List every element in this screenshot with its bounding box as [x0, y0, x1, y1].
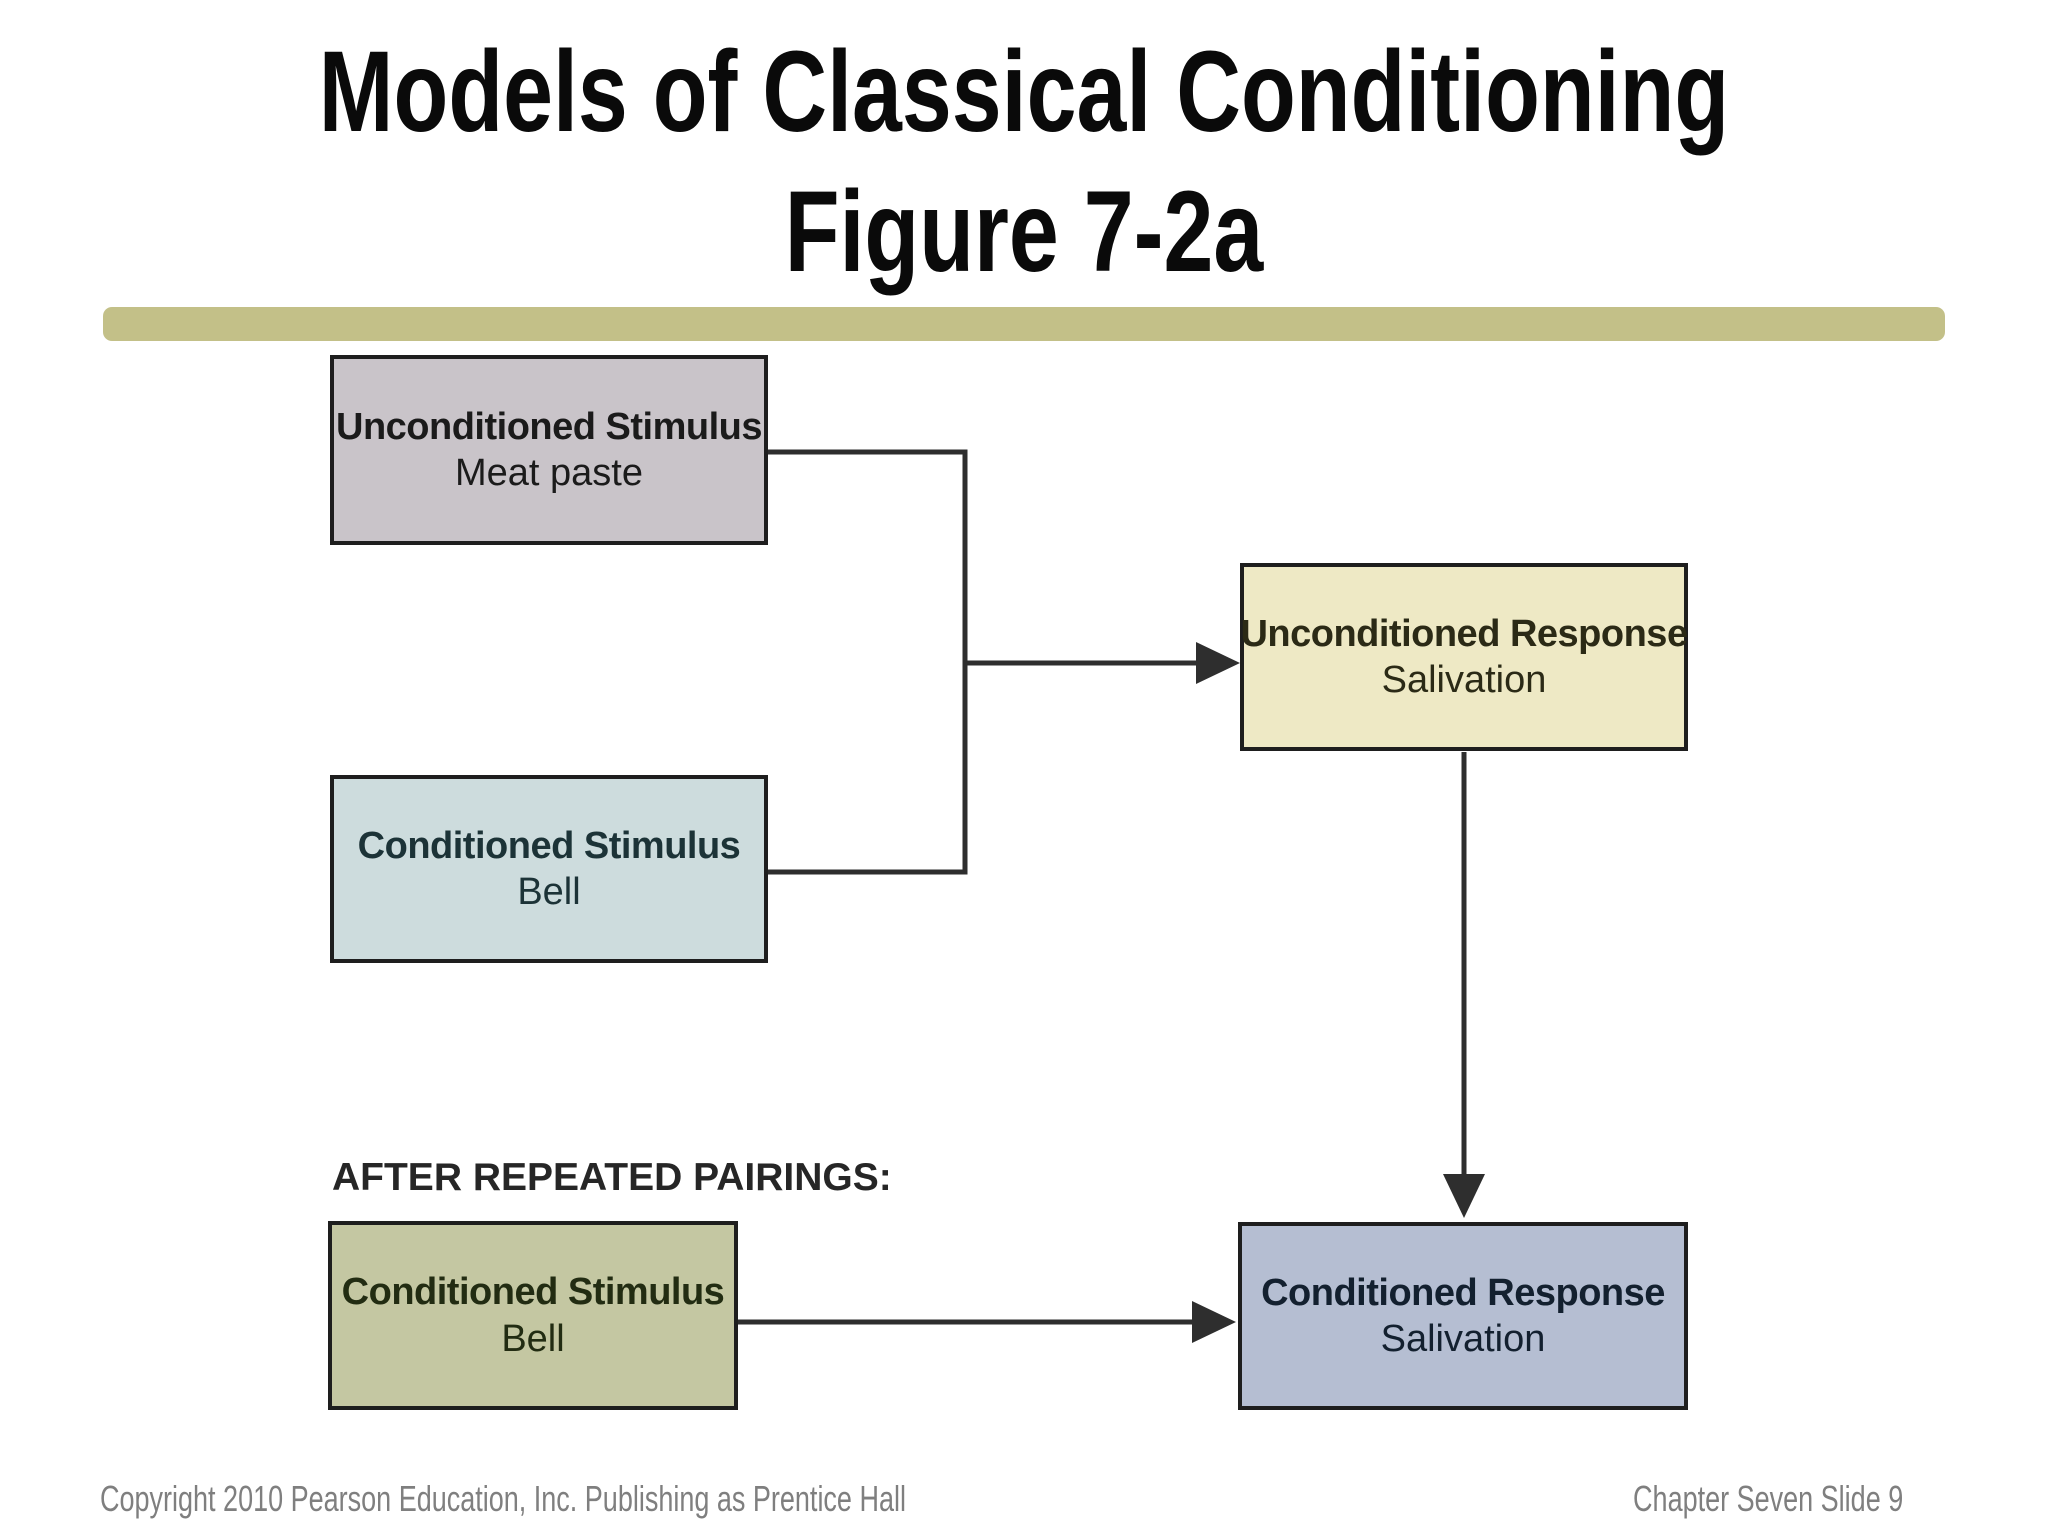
box-conditioned-response: Conditioned Response Salivation: [1238, 1222, 1688, 1410]
connector-bracket: [768, 449, 968, 875]
box-subtitle: Meat paste: [455, 452, 643, 494]
footer-copyright: Copyright 2010 Pearson Education, Inc. P…: [100, 1478, 906, 1519]
box-conditioned-stimulus: Conditioned Stimulus Bell: [330, 775, 768, 963]
box-title: Conditioned Stimulus: [341, 1271, 725, 1314]
box-title: Conditioned Stimulus: [357, 824, 741, 867]
footer-slide-number: Chapter Seven Slide 9: [1632, 1478, 1903, 1519]
box-subtitle: Salivation: [1381, 659, 1547, 701]
divider-bar: [103, 307, 1945, 341]
box-unconditioned-stimulus: Unconditioned Stimulus Meat paste: [330, 355, 768, 545]
after-repeated-pairings-label: AFTER REPEATED PAIRINGS:: [332, 1156, 892, 1199]
arrowhead-right-icon: [1192, 1301, 1236, 1343]
title-line-2: Figure 7-2a: [784, 168, 1264, 297]
title-line-1: Models of Classical Conditioning: [318, 28, 1730, 156]
box-title: Unconditioned Response: [1240, 612, 1688, 655]
arrowhead-right-icon: [1196, 642, 1240, 684]
box-subtitle: Bell: [517, 871, 581, 913]
box-title: Unconditioned Stimulus: [336, 405, 762, 448]
box-title: Conditioned Response: [1261, 1271, 1665, 1314]
box-conditioned-stimulus-after-pairing: Conditioned Stimulus Bell: [328, 1221, 738, 1410]
box-subtitle: Bell: [501, 1317, 565, 1360]
arrowhead-down-icon: [1443, 1174, 1485, 1218]
slide-title: Models of Classical Conditioning Figure …: [0, 22, 2048, 303]
box-subtitle: Salivation: [1380, 1318, 1546, 1360]
box-unconditioned-response: Unconditioned Response Salivation: [1240, 563, 1688, 751]
